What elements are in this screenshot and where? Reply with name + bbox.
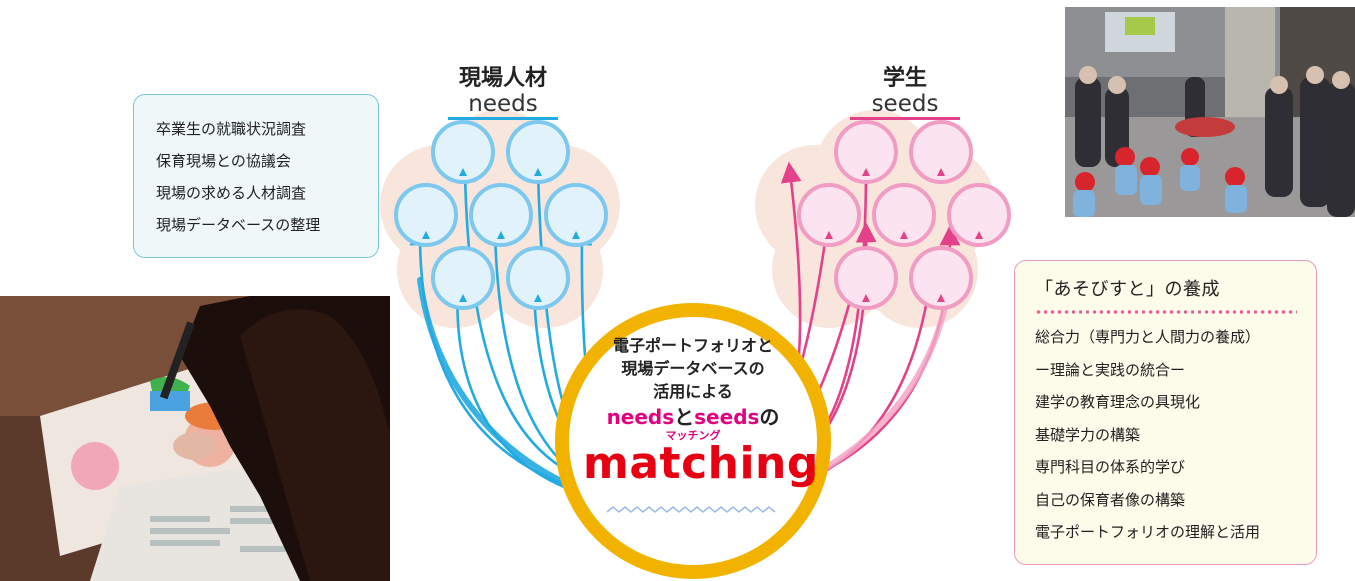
seeds-item: 基礎学力の構築 [1035, 425, 1141, 444]
dotted-divider [1035, 309, 1297, 315]
needs-item: 現場データベースの整理 [156, 216, 321, 234]
seeds-heading: 「あそびすと」の養成 [1035, 279, 1220, 300]
matching-zigzag [606, 506, 776, 513]
seeds-info-box: 「あそびすと」の養成 総合力（専門力と人間力の養成） ー理論と実践の統合ー 建学… [1014, 260, 1317, 565]
seeds-item: 自己の保育者像の構築 [1035, 490, 1186, 509]
seeds-circles [797, 120, 1011, 310]
needs-item: 卒業生の就職状況調査 [156, 120, 307, 138]
seeds-item: 建学の教育理念の具現化 [1035, 393, 1201, 411]
matching-ruby: マッチング [665, 429, 721, 442]
seeds-title: 学生 seeds [840, 60, 970, 120]
seeds-title-en: seeds [871, 91, 939, 117]
needs-title-en: needs [468, 91, 538, 117]
seeds-item: 総合力（専門力と人間力の養成） [1035, 328, 1261, 346]
seeds-title-jp: 学生 [882, 66, 927, 91]
center-line-3: 活用による [653, 382, 733, 401]
needs-info-box: 卒業生の就職状況調査 保育現場との協議会 現場の求める人材調査 現場データベース… [133, 94, 379, 258]
needs-circles [394, 120, 608, 310]
seeds-item: ー理論と実践の統合ー [1035, 360, 1186, 379]
matching-word: matching [583, 438, 819, 489]
photo-street-performance [1065, 7, 1355, 217]
center-line-2: 現場データベースの [621, 359, 765, 378]
matching-center-text: 電子ポートフォリオと 現場データベースの 活用による needsとseedsの … [583, 334, 819, 489]
needs-title: 現場人材 needs [438, 60, 568, 120]
seeds-item: 電子ポートフォリオの理解と活用 [1035, 523, 1261, 541]
photo-child-drawing [0, 296, 390, 581]
needs-underline [448, 117, 558, 120]
center-seeds-word: seeds [694, 405, 760, 429]
needs-item: 保育現場との協議会 [156, 152, 291, 170]
center-line-1: 電子ポートフォリオと [612, 336, 773, 355]
needs-title-jp: 現場人材 [458, 66, 547, 91]
seeds-underline [850, 117, 960, 120]
needs-item: 現場の求める人材調査 [156, 184, 307, 202]
seeds-item: 専門科目の体系的学び [1035, 458, 1186, 476]
center-no-word: の [759, 405, 780, 429]
needs-seeds-matching-line: needsとseedsの [583, 405, 803, 429]
matching-ring [555, 303, 831, 579]
center-needs-word: needs [606, 405, 675, 429]
center-to-word: と [674, 405, 695, 429]
